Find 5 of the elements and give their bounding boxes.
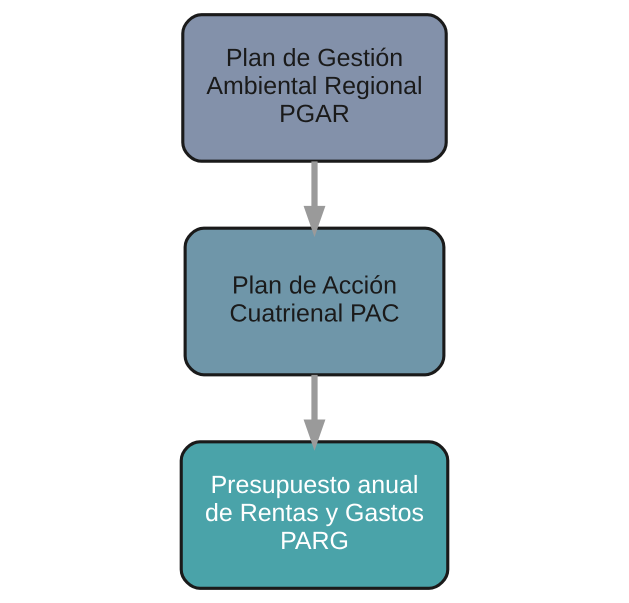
node-box: Plan de Gestión Ambiental Regional PGAR [181, 13, 448, 163]
node-box: Presupuesto anual de Rentas y Gastos PARG [180, 440, 450, 590]
arrow [304, 374, 326, 451]
arrow [304, 161, 326, 238]
node-box: Plan de Acción Cuatrienal PAC [184, 226, 446, 376]
